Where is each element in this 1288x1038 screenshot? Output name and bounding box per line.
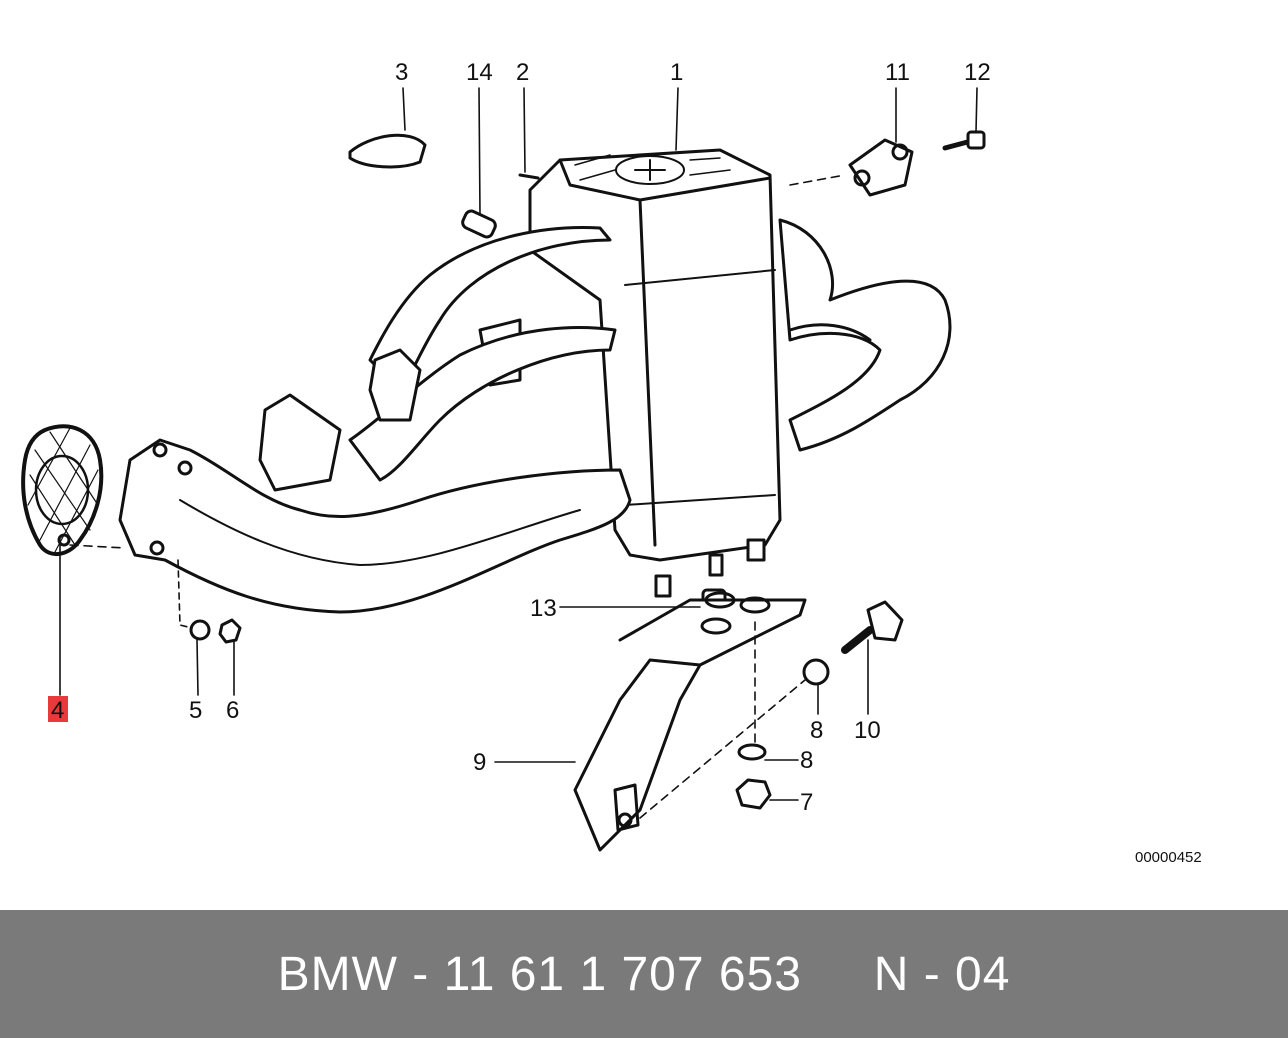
plenum-chamber bbox=[528, 148, 782, 562]
callout-14[interactable]: 14 bbox=[466, 59, 493, 86]
parts-diagram: 1 2 3 4 5 6 7 8 8 9 10 11 12 13 14 00000… bbox=[21, 59, 1202, 866]
callout-6[interactable]: 6 bbox=[226, 697, 239, 724]
part-number: 11 61 1 707 653 bbox=[443, 947, 802, 1001]
part-info-footer: BMW - 11 61 1 707 653 N - 04 bbox=[0, 910, 1288, 1038]
callout-8b[interactable]: 8 bbox=[800, 747, 813, 774]
callout-12[interactable]: 12 bbox=[964, 59, 991, 86]
callout-3[interactable]: 3 bbox=[395, 59, 408, 86]
runner-flanges bbox=[258, 348, 422, 492]
callout-9[interactable]: 9 bbox=[473, 749, 486, 776]
callout-labels: 1 2 3 4 5 6 7 8 8 9 10 11 12 13 14 bbox=[51, 59, 991, 816]
rear-runners bbox=[778, 218, 952, 452]
callout-7[interactable]: 7 bbox=[800, 789, 813, 816]
diagram-reference-number: 00000452 bbox=[1135, 849, 1202, 866]
brand-name: BMW bbox=[277, 947, 398, 1001]
callout-13[interactable]: 13 bbox=[530, 595, 557, 622]
bolt-and-washers bbox=[735, 600, 904, 810]
gasket-part-4 bbox=[21, 424, 104, 556]
callout-11[interactable]: 11 bbox=[885, 59, 910, 86]
callout-4[interactable]: 4 bbox=[51, 697, 64, 724]
bracket-part-9 bbox=[573, 591, 807, 852]
intake-runner-front bbox=[118, 438, 632, 614]
callout-10[interactable]: 10 bbox=[854, 717, 881, 744]
callout-5[interactable]: 5 bbox=[189, 697, 202, 724]
hardware bbox=[189, 130, 986, 644]
callout-1[interactable]: 1 bbox=[670, 59, 683, 86]
callout-8a[interactable]: 8 bbox=[810, 717, 823, 744]
part-info-text: BMW - 11 61 1 707 653 N - 04 bbox=[277, 947, 1011, 1001]
leader-lines bbox=[59, 87, 978, 819]
callout-2[interactable]: 2 bbox=[516, 59, 529, 86]
highlight-marker bbox=[48, 696, 68, 722]
position-code: N - 04 bbox=[873, 947, 1011, 1001]
